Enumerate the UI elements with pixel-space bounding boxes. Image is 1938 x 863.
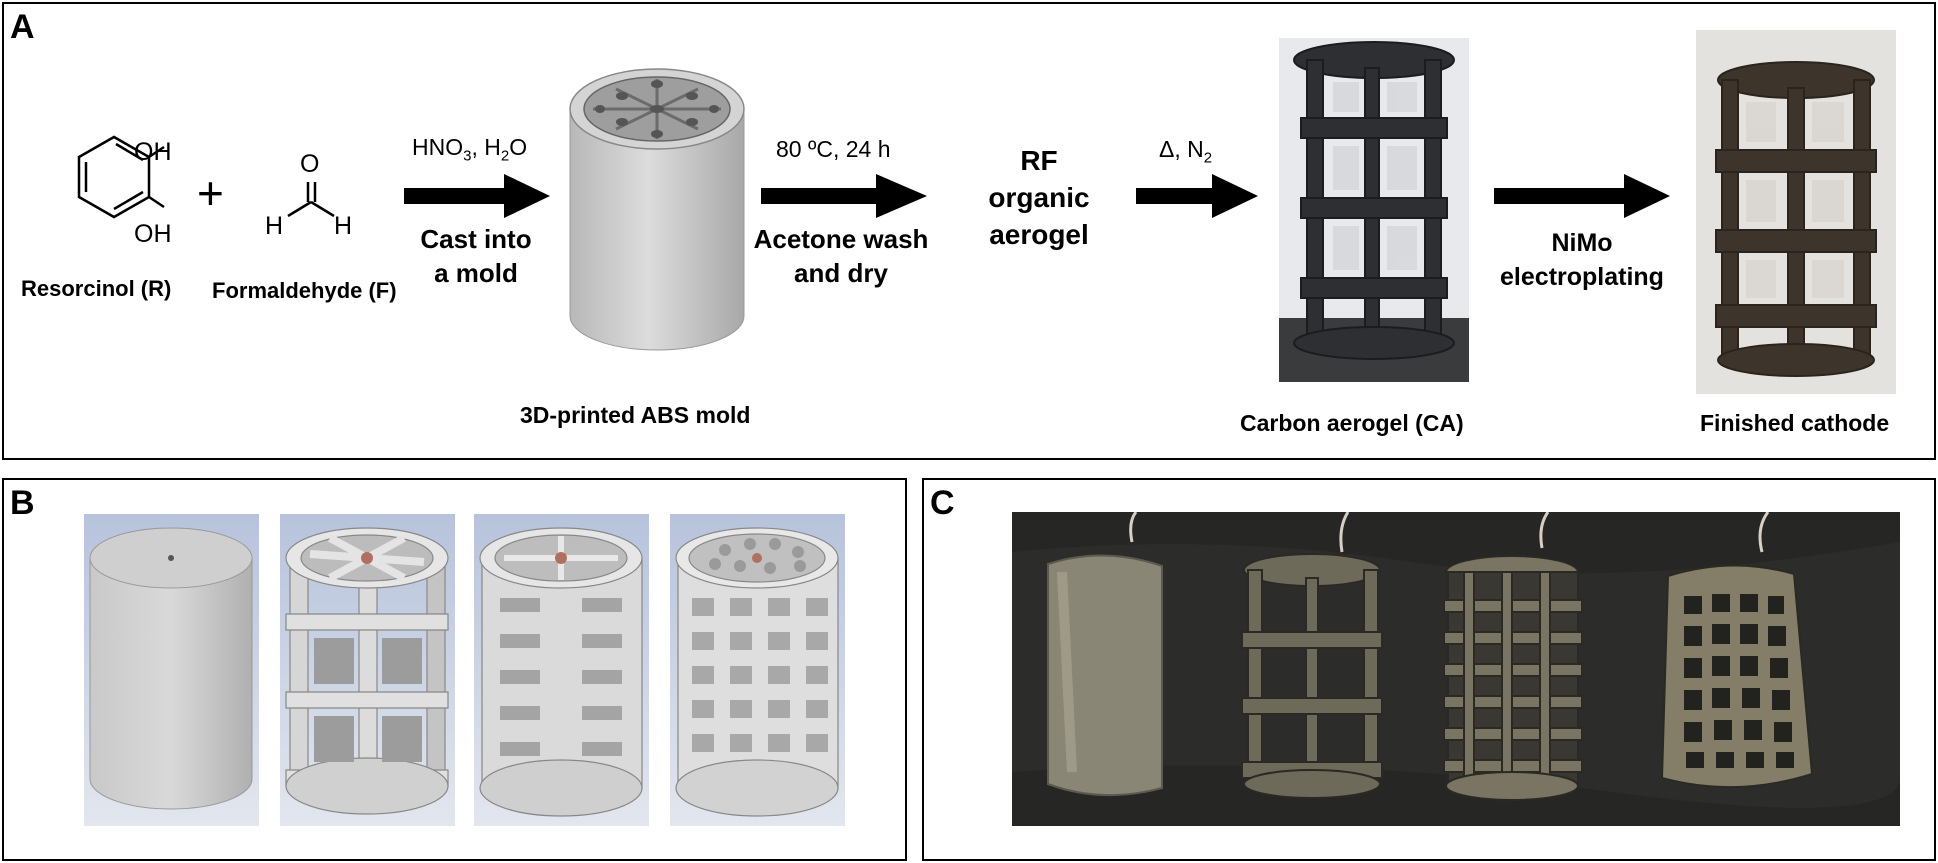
- design-lattice-3-level: [280, 514, 455, 826]
- cathode-caption: Finished cathode: [1700, 410, 1890, 436]
- abs-mold-image: [569, 68, 745, 351]
- finished-cathode-photo: [1696, 30, 1896, 394]
- plus-sign: +: [197, 167, 224, 219]
- panel-c-letter: C: [930, 484, 955, 522]
- ca-caption: Carbon aerogel (CA): [1240, 410, 1464, 436]
- step4-arrow: [1494, 174, 1670, 218]
- panel-b-letter: B: [10, 484, 35, 522]
- design-lattice-6-level: [474, 514, 649, 826]
- formaldehyde-o-label: O: [300, 150, 320, 178]
- formaldehyde-h-right: H: [334, 212, 353, 240]
- oh-bottom-label: OH: [134, 220, 172, 248]
- design-lattice-dense: [670, 514, 845, 826]
- step2-condition: 80 ºC, 24 h: [776, 136, 891, 162]
- oh-top-label: OH: [134, 138, 172, 166]
- panel-c: C: [922, 478, 1936, 861]
- resorcinol-name: Resorcinol (R): [21, 276, 172, 301]
- cathodes-photo: [1012, 512, 1900, 826]
- step3-condition: Δ, N2: [1159, 136, 1213, 167]
- step3-arrow: [1136, 174, 1258, 218]
- formaldehyde-h-left: H: [265, 212, 284, 240]
- formaldehyde-structure: [287, 182, 335, 218]
- step1-reagents: HNO3, H2O: [412, 134, 528, 165]
- mold-caption: 3D-printed ABS mold: [520, 402, 751, 428]
- panel-b: B: [2, 478, 907, 861]
- carbon-aerogel-photo: [1279, 38, 1469, 382]
- panel-a-letter: A: [10, 8, 35, 46]
- step2-arrow: [761, 174, 927, 218]
- panel-a: A OH OH Resorcinol (R) + O H H Formaldeh…: [2, 2, 1936, 460]
- resorcinol-structure: [77, 135, 165, 219]
- step1-arrow: [404, 174, 550, 218]
- formaldehyde-name: Formaldehyde (F): [212, 278, 397, 303]
- design-solid-cylinder: [84, 514, 259, 826]
